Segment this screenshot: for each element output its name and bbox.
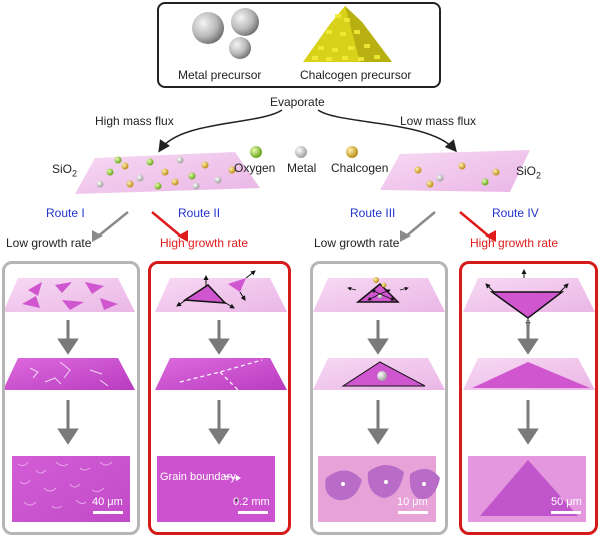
substrate-low-flux <box>380 150 530 192</box>
sio2-right-label: SiO2 <box>516 164 542 181</box>
route1-scale-label: 40 μm <box>92 496 123 508</box>
route4-panel <box>459 261 598 535</box>
oxygen-legend-icon <box>250 146 262 158</box>
chalcogen-legend-icon <box>346 146 358 158</box>
route2-stage2 <box>155 358 287 391</box>
route3-scale-label: 10 μm <box>397 496 428 508</box>
route3-stage1 <box>313 277 445 312</box>
route-4-label: Route IV <box>492 206 539 220</box>
metal-precursor-icon <box>192 8 259 59</box>
metal-precursor-label: Metal precursor <box>178 68 262 82</box>
route-3-label: Route III <box>350 206 396 220</box>
low-growth-right-label: Low growth rate <box>314 236 400 250</box>
sio2-left-label: SiO2 <box>52 162 78 179</box>
route2-stage1 <box>155 270 287 312</box>
chalcogen-legend-label: Chalcogen <box>331 161 389 175</box>
high-growth-right-label: High growth rate <box>470 236 559 250</box>
route-2-label: Route II <box>178 206 221 220</box>
chalcogen-precursor-icon <box>303 6 392 62</box>
metal-legend-icon <box>295 146 307 158</box>
grain-boundary-label: Grain boundary <box>160 471 236 483</box>
low-mass-flux-label: Low mass flux <box>400 114 477 128</box>
oxygen-legend-label: Oxygen <box>234 161 276 175</box>
precursor-box <box>157 2 441 88</box>
route-1-label: Route I <box>46 206 85 220</box>
route1-stage2 <box>3 358 135 390</box>
route4-stage2 <box>463 358 595 390</box>
high-mass-flux-label: High mass flux <box>95 114 174 128</box>
route2-scale-label: 0.2 mm <box>233 496 270 508</box>
route1-panel <box>2 261 140 535</box>
route4-stage1 <box>463 269 595 327</box>
route2-panel <box>148 261 291 535</box>
low-growth-left-label: Low growth rate <box>6 236 92 250</box>
down-arrows <box>57 320 539 445</box>
route3-stage2 <box>313 358 445 390</box>
chalcogen-precursor-label: Chalcogen precursor <box>300 68 412 82</box>
substrate-high-flux <box>75 152 260 194</box>
route4-scale-label: 50 μm <box>551 496 582 508</box>
metal-legend-label: Metal <box>287 161 317 175</box>
high-growth-left-label: High growth rate <box>160 236 249 250</box>
route3-panel <box>310 261 448 535</box>
evaporate-label: Evaporate <box>270 95 325 109</box>
route1-stage1 <box>3 278 135 312</box>
